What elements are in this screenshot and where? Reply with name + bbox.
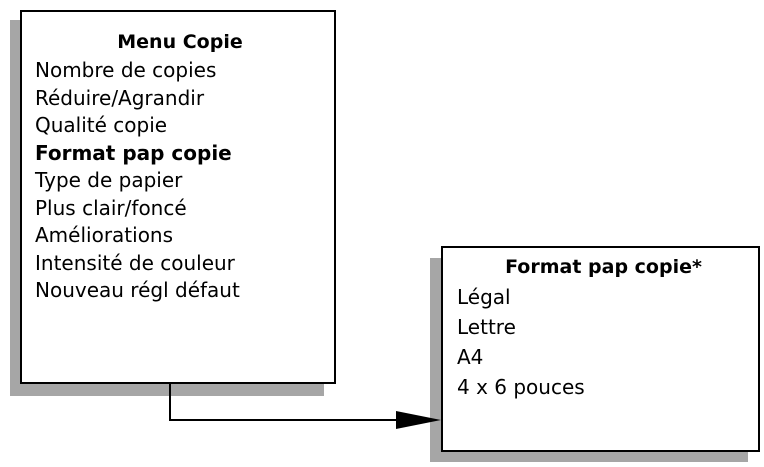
menu-item-set-new-defaults: Nouveau régl défaut (35, 278, 240, 302)
menu-item-number-of-copies: Nombre de copies (35, 58, 217, 82)
menu-item-enhancements: Améliorations (35, 223, 174, 247)
paper-size-option-4x6: 4 x 6 pouces (457, 375, 585, 399)
copy-menu-box: Menu Copie Nombre de copies Réduire/Agra… (20, 10, 336, 384)
menu-item-reduce-enlarge: Réduire/Agrandir (35, 85, 205, 110)
menu-item-lighter-darker: Plus clair/foncé (35, 195, 187, 220)
paper-size-option-letter: Lettre (457, 315, 516, 339)
paper-size-menu-box: Format pap copie* Légal Lettre A4 4 x 6 … (441, 246, 760, 452)
copy-menu-title: Menu Copie (117, 31, 243, 53)
connector-line (169, 384, 400, 421)
menu-item-paper-type: Type de papier (35, 168, 183, 192)
menu-item-color-intensity: Intensité de couleur (35, 250, 235, 275)
paper-size-option-a4: A4 (457, 345, 484, 369)
menu-item-copy-quality: Qualité copie (35, 113, 168, 137)
paper-size-menu-title: Format pap copie* (505, 256, 702, 278)
arrowhead-icon (396, 411, 441, 429)
paper-size-option-legal: Légal (457, 285, 511, 309)
menu-item-copy-paper-size: Format pap copie (35, 140, 232, 165)
